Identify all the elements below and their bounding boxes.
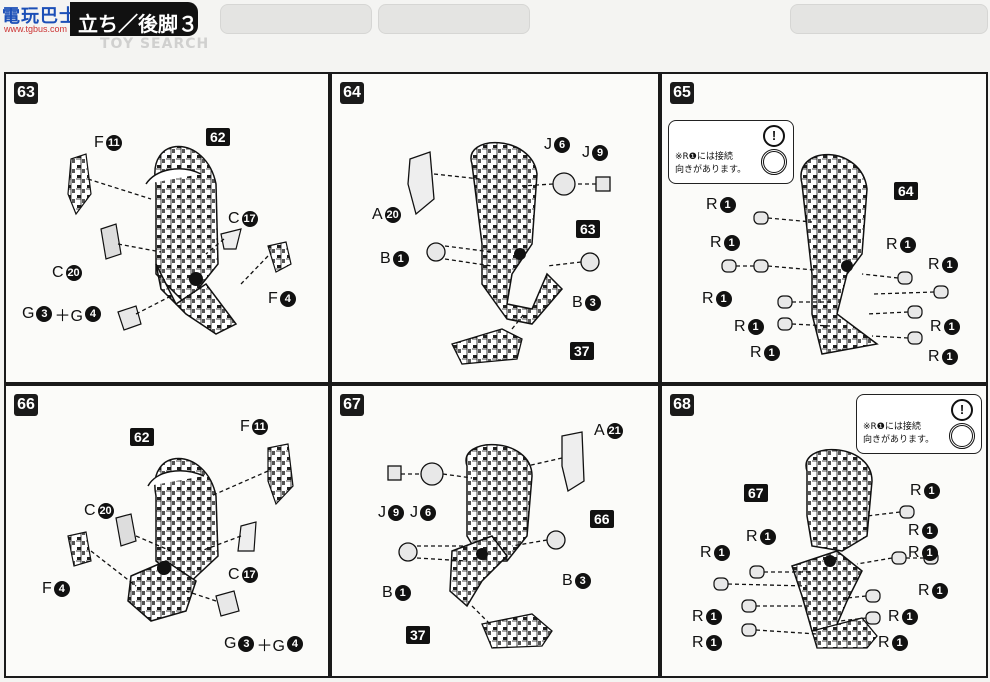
assembly-diagram xyxy=(387,431,585,649)
part-callout: 37 xyxy=(406,626,430,644)
joint-part-icon xyxy=(949,423,975,449)
step-number: 66 xyxy=(14,394,38,416)
step-panel-65: 65 ※R❶には接続 向きがあります。 ! xyxy=(660,72,988,384)
step-number: 68 xyxy=(670,394,694,416)
site-logo: 電玩巴士 www.tgbus.com xyxy=(2,2,77,36)
step-number: 64 xyxy=(340,82,364,104)
step-number: 63 xyxy=(14,82,38,104)
part-callout: 63 xyxy=(576,220,600,238)
section-title: 立ち／後脚３ xyxy=(78,12,198,36)
logo-text: 電玩巴士 xyxy=(2,6,78,27)
header-tab-faded xyxy=(220,4,372,34)
step-number: 65 xyxy=(670,82,694,104)
step-number: 67 xyxy=(340,394,364,416)
step-panel-68: 68 ※R❶には接続 向きがあります。 ! xyxy=(660,384,988,678)
warning-icon: ! xyxy=(951,399,973,421)
connection-note: ※R❶には接続 向きがあります。 ! xyxy=(856,394,982,454)
part-callout: 62 xyxy=(130,428,154,446)
warning-icon: ! xyxy=(763,125,785,147)
joint-part-icon xyxy=(761,149,787,175)
part-callout: 66 xyxy=(590,510,614,528)
assembly-diagram xyxy=(67,145,292,335)
part-callout: 37 xyxy=(570,342,594,360)
header-tab-faded xyxy=(378,4,530,34)
part-callout: 67 xyxy=(744,484,768,502)
watermark: TOY SEARCH xyxy=(100,36,210,52)
assembly-diagram xyxy=(407,142,611,365)
assembly-diagram xyxy=(721,153,949,355)
part-callout: 64 xyxy=(894,182,918,200)
assembly-diagram xyxy=(67,443,294,622)
logo-url: www.tgbus.com xyxy=(4,24,68,34)
assembly-diagram xyxy=(713,448,939,649)
header-tab-faded xyxy=(790,4,988,34)
connection-note: ※R❶には接続 向きがあります。 ! xyxy=(668,120,794,184)
section-title-banner: 立ち／後脚３ xyxy=(70,2,198,36)
part-callout: 62 xyxy=(206,128,230,146)
